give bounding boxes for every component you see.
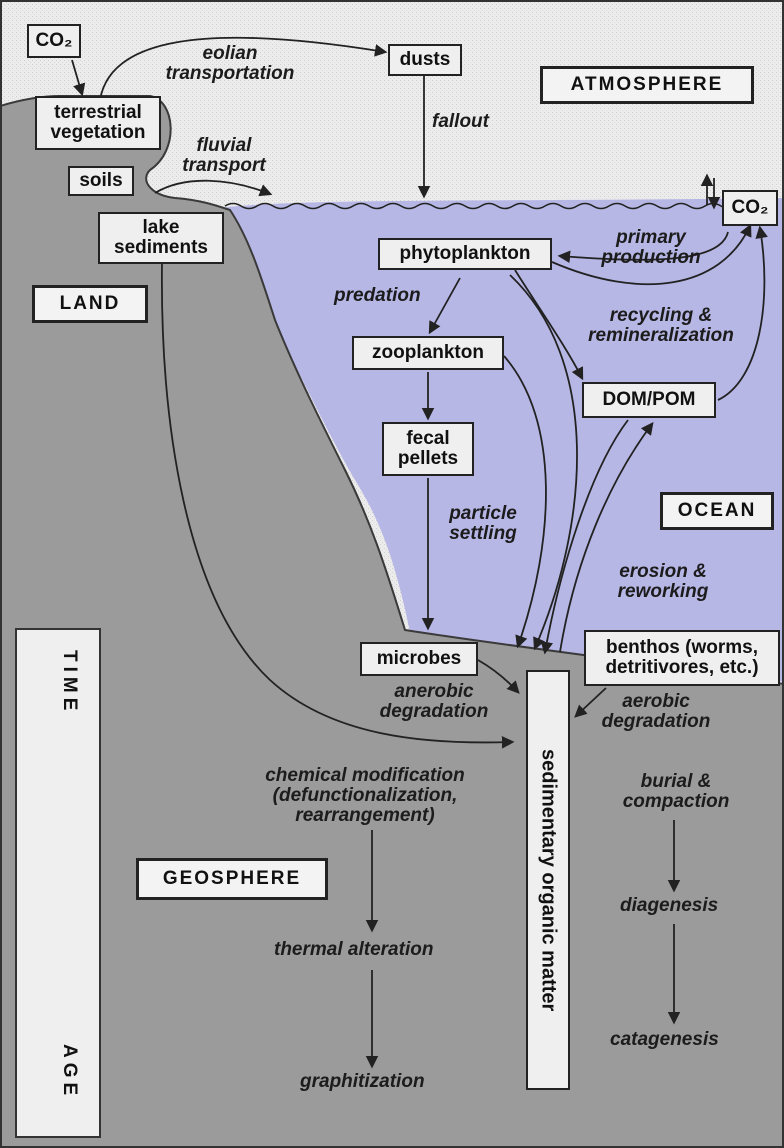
fluvial-transport-label: fluvial transport — [182, 135, 266, 176]
benthos-box: benthos (worms, detritivores, etc.) — [584, 630, 780, 686]
arrow-erosion — [559, 421, 654, 653]
co2-land-box: CO₂ — [27, 24, 81, 58]
time-age-panel — [15, 628, 101, 1138]
sea-surface — [224, 202, 754, 210]
land-label: LAND — [32, 285, 148, 323]
chemical-modification-label: chemical modification (defunctionalizati… — [265, 765, 465, 826]
geosphere-label: GEOSPHERE — [136, 858, 328, 900]
aerobic-degradation-label: aerobic degradation — [601, 691, 711, 732]
catagenesis-label: catagenesis — [610, 1029, 719, 1050]
terrestrial-vegetation-box: terrestrial vegetation — [35, 96, 161, 150]
arrow-lake-to-som — [160, 261, 515, 749]
co2-ocean-box: CO₂ — [722, 190, 778, 226]
arrow-predation — [428, 277, 461, 335]
thermal-alteration-label: thermal alteration — [274, 939, 434, 960]
predation-label: predation — [334, 285, 421, 306]
eolian-transportation-label: eolian transportation — [165, 43, 295, 84]
arrow-co2-to-vegetation — [71, 59, 86, 97]
arrow-eolian — [99, 36, 388, 101]
arrow-fluvial — [154, 179, 273, 197]
arrow-phyto-to-sediment — [509, 274, 578, 651]
arrow-benthos-to-som — [574, 687, 607, 718]
phytoplankton-box: phytoplankton — [378, 238, 552, 270]
arrow-microbes-to-som — [477, 659, 520, 694]
soils-box: soils — [68, 166, 134, 196]
primary-production-label: primary production — [601, 227, 701, 268]
dusts-box: dusts — [388, 44, 462, 76]
sedimentary-organic-matter-label: sedimentary organic matter — [537, 748, 560, 1012]
arrow-phyto-to-dom — [514, 269, 584, 381]
graphitization-label: graphitization — [300, 1071, 425, 1092]
arrow-recycling — [551, 223, 752, 286]
time-label: TIME — [59, 650, 80, 716]
ocean-area — [220, 198, 784, 682]
erosion-reworking-label: erosion & reworking — [617, 561, 709, 602]
microbes-box: microbes — [360, 642, 478, 676]
arrow-primary-production — [557, 231, 729, 264]
zooplankton-box: zooplankton — [352, 336, 504, 370]
dom-pom-box: DOM/POM — [582, 382, 716, 418]
fallout-label: fallout — [432, 111, 489, 132]
arrow-dom-to-co2 — [717, 225, 768, 401]
diagenesis-label: diagenesis — [620, 895, 719, 916]
atmosphere-label: ATMOSPHERE — [540, 66, 754, 104]
particle-settling-label: particle settling — [449, 503, 517, 544]
lake-sediments-box: lake sediments — [98, 212, 224, 264]
anerobic-degradation-label: anerobic degradation — [379, 681, 489, 722]
sedimentary-organic-matter-box: sedimentary organic matter — [526, 670, 570, 1090]
arrow-dom-to-sediment — [540, 419, 629, 655]
recycling-remineralization-label: recycling & remineralization — [588, 305, 734, 346]
arrows — [34, 36, 768, 1123]
burial-compaction-label: burial & compaction — [622, 771, 730, 812]
fecal-pellets-box: fecal pellets — [382, 422, 474, 476]
ocean-label: OCEAN — [660, 492, 774, 530]
age-label: AGE — [59, 1044, 80, 1101]
arrow-zoo-to-sediment — [503, 355, 547, 649]
